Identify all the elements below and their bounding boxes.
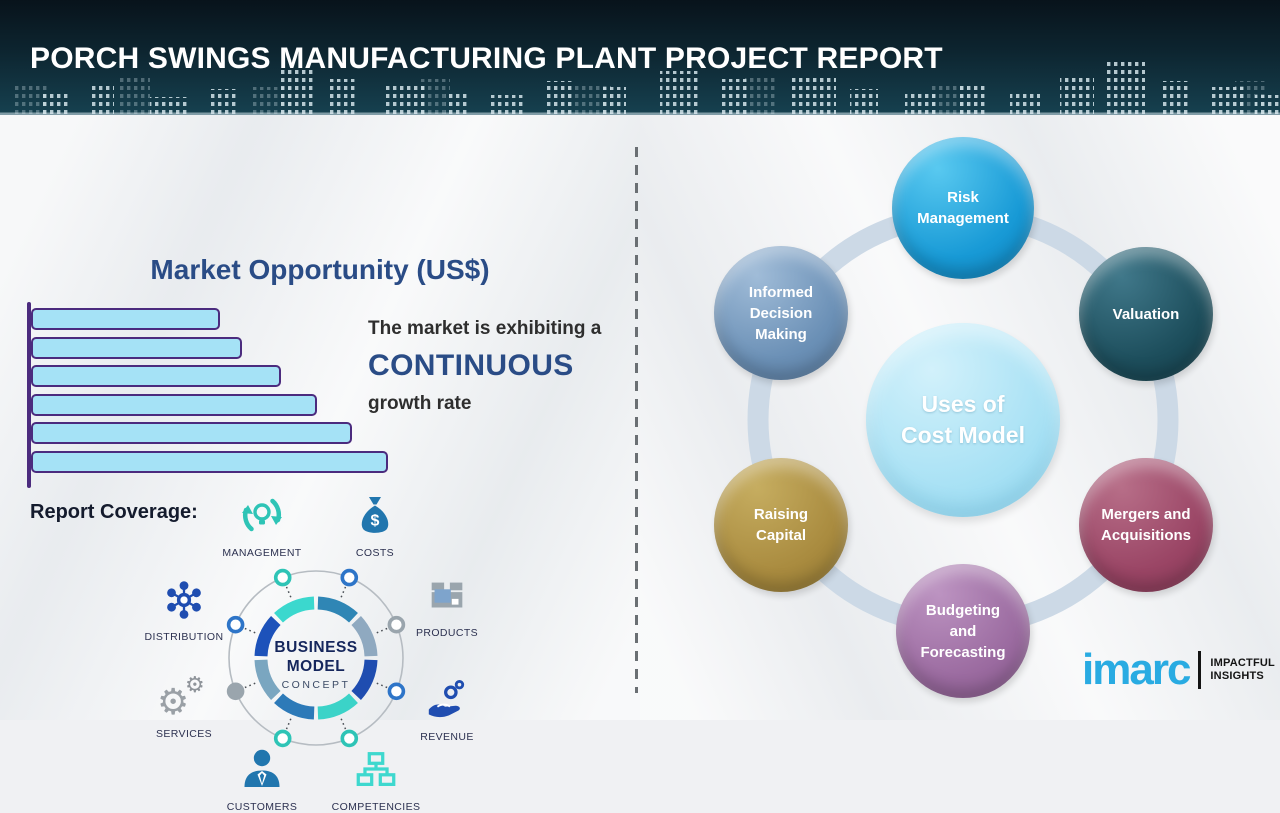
bm-item-distribution: DISTRIBUTION	[129, 577, 239, 643]
bm-center-line2: MODEL	[287, 658, 345, 675]
logo-tagline: IMPACTFUL INSIGHTS	[1210, 657, 1275, 683]
bm-item-label: PRODUCTS	[415, 627, 479, 639]
market-opportunity-panel: Market Opportunity (US$) The market is e…	[0, 115, 640, 813]
bm-item-competencies: COMPETENCIES	[321, 747, 431, 813]
use-circle-risk-management: Risk Management	[892, 137, 1034, 279]
bm-item-revenue: REVENUE	[392, 677, 502, 743]
logo-tagline-line1: IMPACTFUL	[1210, 656, 1275, 669]
use-circle-budgeting-forecasting: Budgeting and Forecasting	[896, 564, 1030, 698]
person-icon	[244, 749, 280, 787]
business-model-diagram: BUSINESS MODEL CONCEPT	[226, 568, 406, 748]
growth-line2: growth rate	[368, 393, 472, 414]
bm-center-line1: BUSINESS	[274, 639, 357, 656]
bm-item-label: CUSTOMERS	[226, 801, 298, 813]
bm-item-label: DISTRIBUTION	[144, 631, 224, 643]
bm-center-line3: CONCEPT	[282, 679, 351, 691]
header-banner: PORCH SWINGS MANUFACTURING PLANT PROJECT…	[0, 0, 1280, 115]
use-circle-mergers-acquisitions: Mergers and Acquisitions	[1079, 458, 1213, 592]
bar-chart-axis	[27, 302, 31, 488]
org-chart-icon	[356, 752, 396, 787]
market-bar	[31, 365, 281, 387]
report-coverage-label: Report Coverage:	[30, 501, 198, 523]
market-bars	[31, 308, 388, 473]
use-circle-informed-decision-making: Informed Decision Making	[714, 246, 848, 380]
bm-item-label: COMPETENCIES	[331, 801, 421, 813]
bm-item-label: COSTS	[355, 547, 395, 559]
gears-icon: ⚙⚙	[157, 673, 205, 723]
market-bar	[31, 308, 220, 330]
page-title: PORCH SWINGS MANUFACTURING PLANT PROJECT…	[30, 42, 943, 75]
use-circle-center: Uses of Cost Model	[866, 323, 1060, 517]
dashed-divider	[635, 147, 638, 693]
bm-item-services: ⚙⚙ SERVICES	[129, 673, 239, 741]
growth-statement: The market is exhibiting a CONTINUOUS gr…	[368, 318, 640, 415]
bm-item-management: MANAGEMENT	[207, 491, 317, 559]
bm-item-costs: $ COSTS	[320, 491, 430, 559]
growth-line1: The market is exhibiting a	[368, 318, 602, 339]
growth-highlight: CONTINUOUS	[368, 349, 574, 382]
bm-item-label: SERVICES	[155, 728, 213, 740]
bm-item-label: MANAGEMENT	[222, 547, 302, 559]
logo-separator	[1198, 651, 1202, 689]
money-bag-icon: $	[361, 497, 389, 533]
use-circle-valuation: Valuation	[1079, 247, 1213, 381]
bm-item-label: REVENUE	[420, 731, 474, 743]
management-cycle-bulb-icon	[242, 498, 282, 532]
market-bar	[31, 422, 352, 444]
bm-item-customers: CUSTOMERS	[207, 745, 317, 813]
hand-coins-icon	[428, 679, 465, 718]
market-opportunity-title: Market Opportunity (US$)	[150, 254, 490, 285]
svg-text:$: $	[371, 513, 380, 530]
bm-item-products: PRODUCTS	[392, 573, 502, 639]
market-bar	[31, 393, 317, 416]
imarc-logo: imarc IMPACTFUL INSIGHTS	[1082, 648, 1275, 692]
market-bar	[31, 336, 242, 359]
city-skyline-icon	[0, 61, 1280, 115]
logo-tagline-line2: INSIGHTS	[1210, 670, 1264, 682]
package-box-icon	[431, 582, 463, 608]
market-bar	[31, 450, 388, 473]
use-circle-raising-capital: Raising Capital	[714, 458, 848, 592]
imarc-brand-text: imarc	[1082, 645, 1191, 694]
network-hub-icon	[167, 581, 201, 619]
